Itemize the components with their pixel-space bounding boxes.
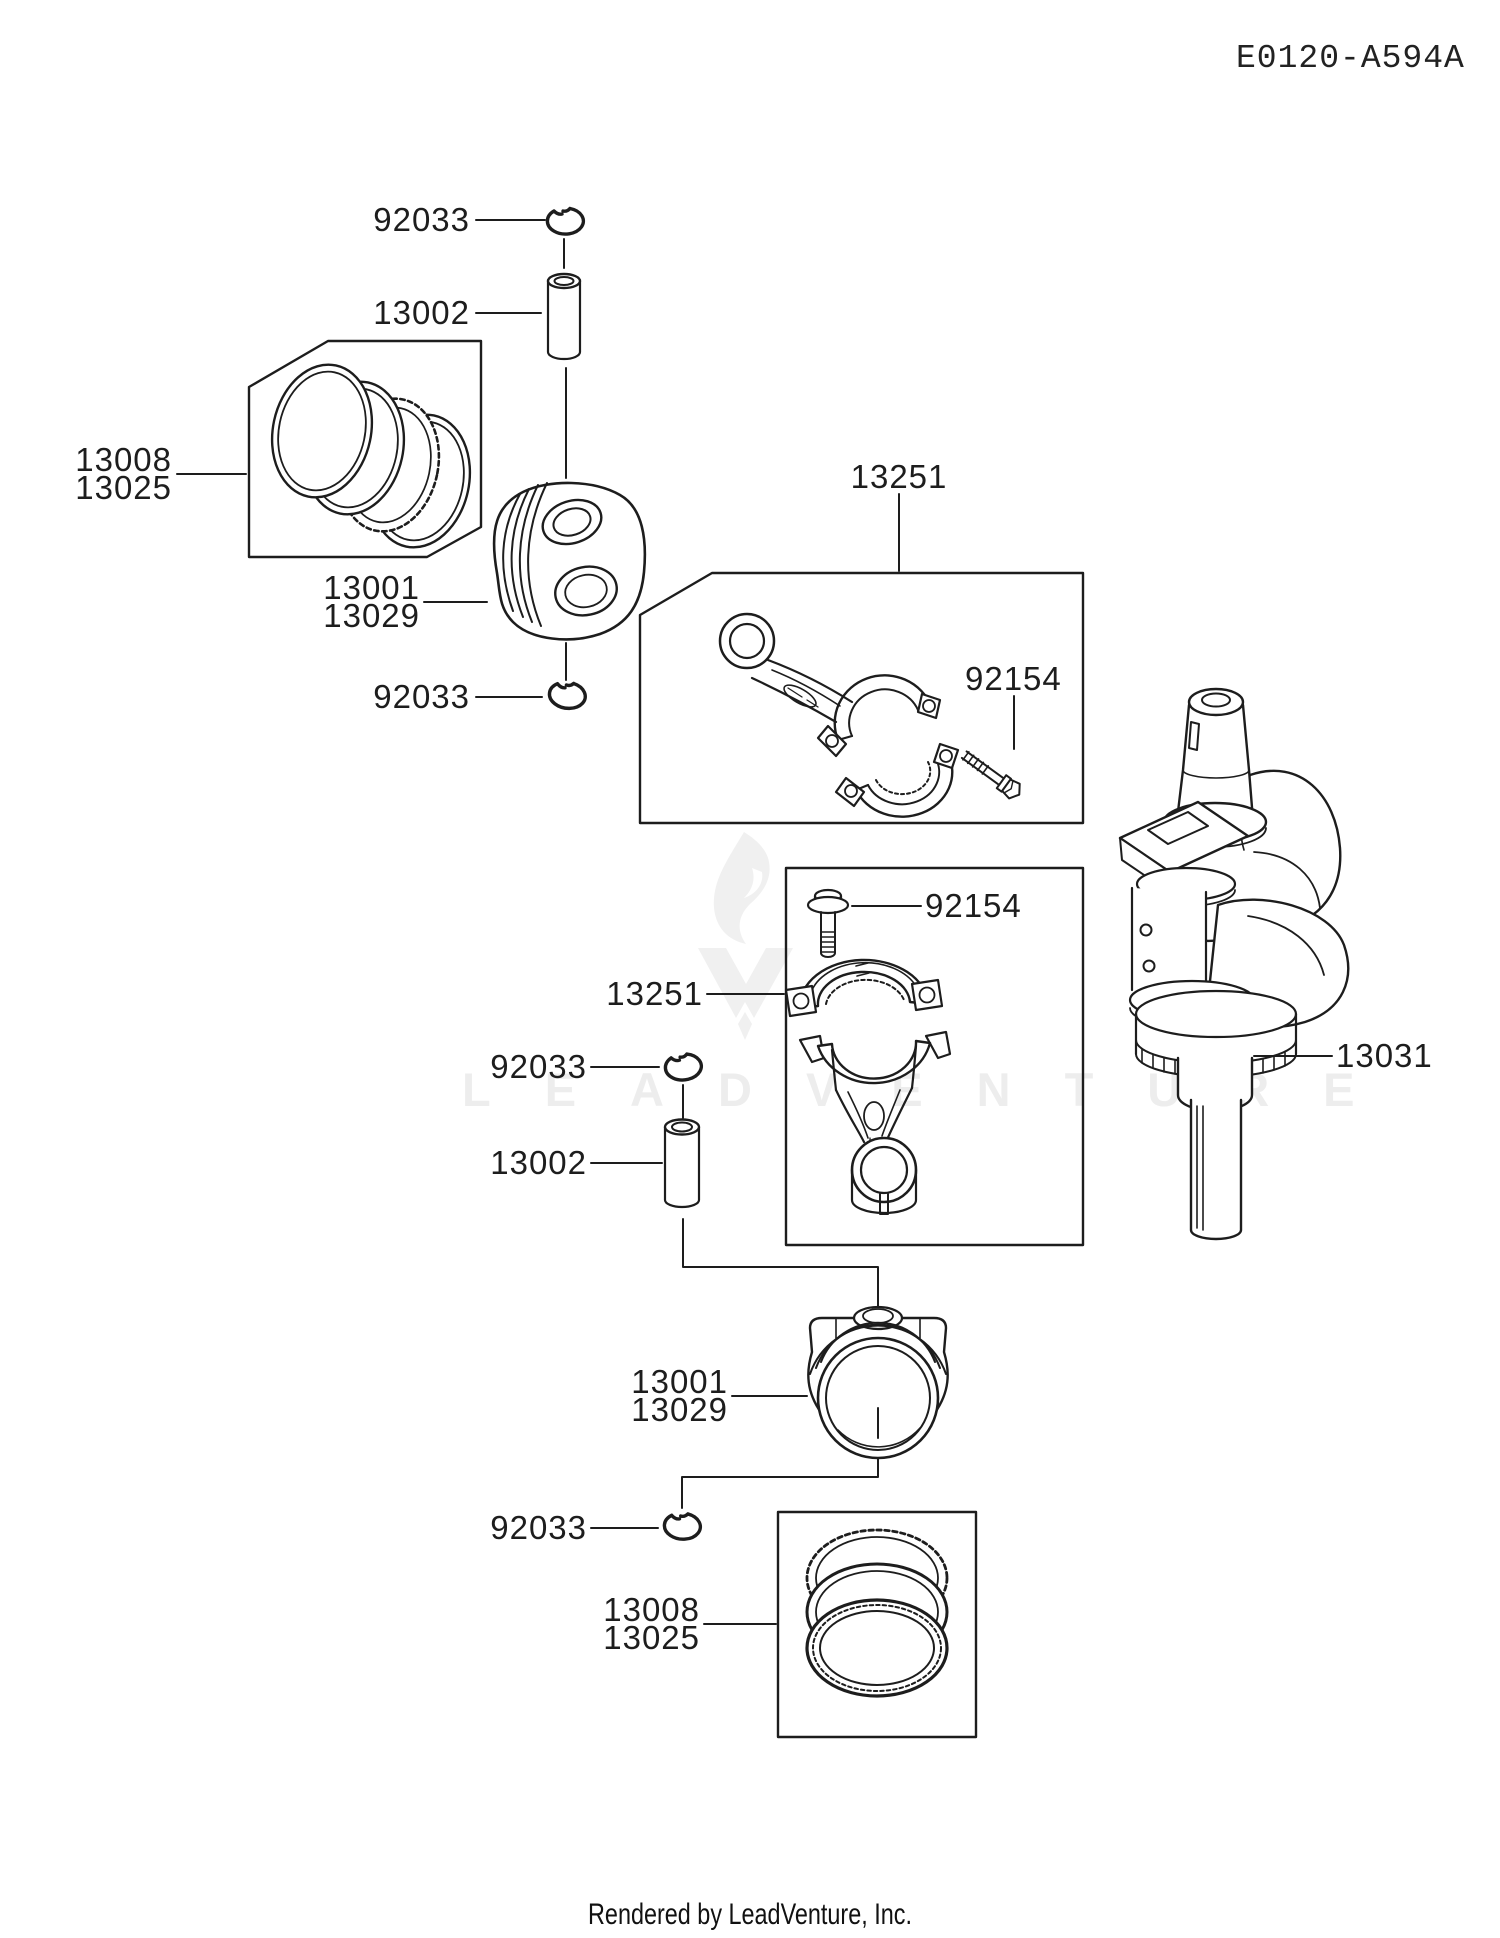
- piston-rings-bottom: [805, 1528, 949, 1698]
- circlip-bottom-icon: [662, 1512, 703, 1541]
- part-label-rings-top-line1: 13008: [75, 441, 172, 478]
- rod-cap-lower: [784, 958, 944, 1018]
- part-label-bolt-upper: 92154: [965, 660, 1062, 697]
- part-label-piston-bottom-line2: 13029: [631, 1391, 728, 1428]
- conrod-lower-box: [784, 866, 1085, 1247]
- part-label-rings-bottom-line1: 13008: [603, 1591, 700, 1628]
- part-label-rings-bottom-line2: 13025: [603, 1619, 700, 1656]
- part-label-piston-top-line1: 13001: [323, 569, 420, 606]
- part-label-bolt-lower: 92154: [925, 887, 1022, 924]
- footer-credit: Rendered by LeadVenture, Inc.: [588, 1898, 912, 1931]
- part-label-circlip-mid: 92033: [490, 1048, 587, 1085]
- connector-pin-to-piston-bottom: [682, 1218, 879, 1313]
- piston-pin-mid: [663, 1118, 701, 1209]
- circlip-upper-icon: [547, 681, 587, 711]
- part-label-pin-top: 13002: [373, 294, 470, 331]
- circlip-top-icon: [545, 206, 586, 236]
- rings-bottom-box: [776, 1510, 978, 1739]
- leadventure-flame-icon: [698, 832, 793, 1040]
- piston-rings-top: [270, 363, 472, 549]
- part-label-circlip-top: 92033: [373, 201, 470, 238]
- piston-pin-top: [546, 272, 582, 361]
- conrod-upper-box: [638, 571, 1085, 825]
- crankshaft: [1118, 687, 1350, 1241]
- connector-piston-to-circlip-bottom: [681, 1451, 879, 1509]
- part-label-conrod-lower: 13251: [606, 975, 703, 1012]
- connecting-rod-lower: [798, 1030, 952, 1215]
- part-label-pin-mid: 13002: [490, 1144, 587, 1181]
- cap-bolt-upper-icon: [960, 750, 1021, 800]
- part-label-circlip-bottom: 92033: [490, 1509, 587, 1546]
- part-label-rings-top-line2: 13025: [75, 469, 172, 506]
- leader-lines: [176, 219, 1333, 1625]
- part-label-rings-top: 13008 13025: [22, 441, 172, 506]
- part-label-piston-bottom-line1: 13001: [631, 1363, 728, 1400]
- part-label-piston-bottom: 13001 13029: [578, 1363, 728, 1428]
- part-label-piston-top: 13001 13029: [270, 569, 420, 634]
- diagram-code: E0120-A594A: [1236, 40, 1465, 77]
- piston-top: [492, 481, 647, 641]
- connecting-rod-upper: [718, 612, 942, 758]
- part-label-circlip-upper: 92033: [373, 678, 470, 715]
- cap-bolt-lower-icon: [806, 888, 850, 958]
- part-label-piston-top-line2: 13029: [323, 597, 420, 634]
- rings-top-box: [247, 339, 483, 559]
- part-label-rings-bottom: 13008 13025: [550, 1591, 700, 1656]
- part-label-crankshaft: 13031: [1336, 1037, 1433, 1074]
- part-label-conrod-upper: 13251: [850, 458, 948, 495]
- piston-bottom: [807, 1305, 949, 1460]
- circlip-mid-icon: [663, 1052, 704, 1082]
- rod-cap-upper: [834, 742, 960, 818]
